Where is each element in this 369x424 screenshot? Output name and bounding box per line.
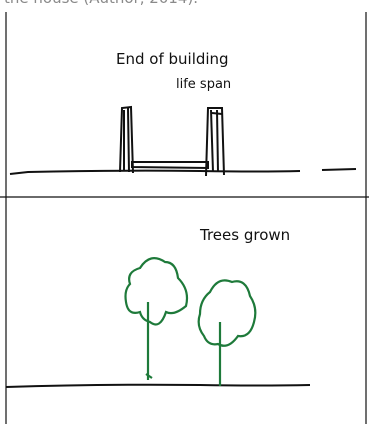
floor-slab (132, 162, 208, 168)
annotation-life-span: life span (176, 77, 231, 92)
end-of-life-panel: End of building life span (10, 50, 356, 176)
ground-line-top-right (322, 169, 356, 170)
tree-right (199, 280, 256, 386)
panel-borders (0, 12, 369, 424)
ground-line-bottom (6, 385, 310, 387)
annotation-trees-grown: Trees grown (199, 226, 290, 244)
tree-right-canopy (199, 280, 256, 345)
annotation-end-of-building: End of building (116, 50, 229, 68)
ground-line-top (10, 171, 300, 174)
trees-grown-panel: Trees grown (6, 226, 310, 387)
tree-left-canopy (126, 258, 188, 324)
tree-left (126, 258, 188, 380)
